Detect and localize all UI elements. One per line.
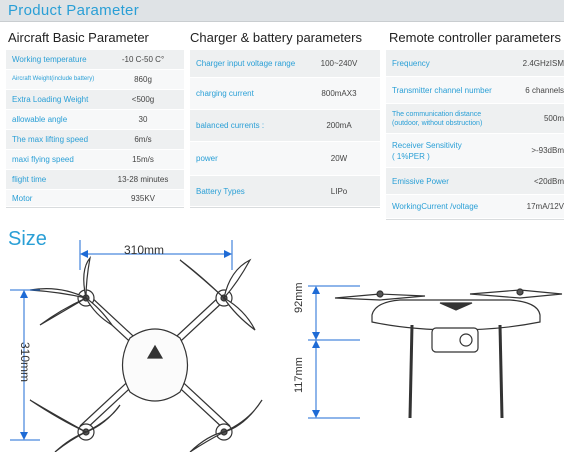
param-label: flight time	[12, 175, 47, 184]
param-label: Working temperature	[12, 55, 87, 64]
size-title: Size	[8, 228, 47, 250]
table-row: Charger input voltage range 100~240V	[190, 50, 380, 78]
remote-section-title: Remote controller parameters	[389, 30, 561, 45]
param-label: Battery Types	[196, 186, 245, 196]
table-row: flight time 13-28 minutes	[6, 170, 184, 190]
table-row: WorkingCurrent /voltage 17mA/12V	[386, 195, 564, 219]
param-value: >-93dBm	[531, 146, 564, 155]
table-row: Motor 935KV	[6, 190, 184, 207]
param-value: 6m/s	[134, 135, 152, 144]
page-title: Product Parameter	[8, 2, 139, 19]
table-row: Working temperature -10 C-50 C°	[6, 50, 184, 70]
param-label: Transmitter channel number	[392, 85, 492, 95]
drone-dimension-drawing	[10, 240, 563, 452]
param-value: 860g	[134, 75, 152, 84]
param-value: 30	[138, 115, 148, 124]
table-row: Battery Types LIPo	[190, 176, 380, 207]
param-label: power	[196, 154, 218, 163]
param-label: The communication distance (outdoor, wit…	[392, 110, 483, 127]
lower-height-dimension-label: 117mm	[293, 357, 305, 393]
header-bar: Product Parameter	[0, 0, 564, 22]
table-row: Receiver Sensitivity ( 1%PER ) >-93dBm	[386, 134, 564, 168]
table-row: Aircraft Weight(include battery) 860g	[6, 70, 184, 90]
param-value: 20W	[330, 154, 348, 163]
param-label: Charger input voltage range	[196, 59, 296, 68]
param-value: 6 channels	[525, 85, 564, 95]
table-row: balanced currents : 200mA	[190, 110, 380, 142]
param-value: 15m/s	[132, 155, 154, 164]
param-label: maxi flying speed	[12, 155, 74, 164]
length-dimension-label: 310mm	[18, 342, 32, 383]
aircraft-section-title: Aircraft Basic Parameter	[8, 30, 149, 45]
remote-param-table: Frequency 2.4GHzISM Transmitter channel …	[386, 50, 564, 220]
side-view-drone	[334, 288, 563, 419]
param-label: WorkingCurrent /voltage	[392, 202, 479, 211]
param-value: 2.4GHzISM	[522, 58, 564, 68]
param-value: 17mA/12V	[526, 202, 564, 211]
param-value: 100~240V	[320, 59, 358, 68]
param-value: 500m	[543, 114, 564, 123]
aircraft-param-table: Working temperature -10 C-50 C° Aircraft…	[6, 50, 184, 208]
param-value: 800mAX3	[321, 89, 357, 98]
table-row: charging current 800mAX3	[190, 78, 380, 110]
param-label: balanced currents :	[196, 121, 265, 130]
param-label: Motor	[12, 193, 33, 203]
param-label: Extra Loading Weight	[12, 95, 89, 104]
top-view-drone	[29, 255, 263, 452]
param-value: <500g	[131, 95, 155, 104]
param-label: The max lifting speed	[12, 135, 89, 144]
table-row: Emissive Power <20dBm	[386, 168, 564, 195]
table-row: power 20W	[190, 142, 380, 176]
table-row: The max lifting speed 6m/s	[6, 130, 184, 150]
table-row: The communication distance (outdoor, wit…	[386, 104, 564, 134]
width-dimension-label: 310mm	[124, 243, 165, 257]
param-label: allowable angle	[12, 115, 68, 124]
charger-section-title: Charger & battery parameters	[190, 30, 362, 45]
param-value: 200mA	[326, 121, 352, 130]
table-row: Transmitter channel number 6 channels	[386, 77, 564, 104]
table-row: allowable angle 30	[6, 110, 184, 130]
table-row: Extra Loading Weight <500g	[6, 90, 184, 110]
table-row: maxi flying speed 15m/s	[6, 150, 184, 170]
param-value: 935KV	[130, 193, 156, 203]
param-label: Receiver Sensitivity ( 1%PER )	[392, 140, 462, 161]
table-row: Frequency 2.4GHzISM	[386, 50, 564, 77]
param-label: Aircraft Weight(include battery)	[12, 76, 95, 82]
param-label: Emissive Power	[392, 176, 449, 186]
param-value: -10 C-50 C°	[121, 55, 165, 64]
param-label: charging current	[196, 89, 254, 98]
param-value: 13-28 minutes	[117, 175, 169, 184]
charger-param-table: Charger input voltage range 100~240V cha…	[190, 50, 380, 208]
upper-height-dimension-label: 92mm	[293, 282, 305, 313]
param-label: Frequency	[392, 58, 430, 68]
param-value: LIPo	[330, 186, 348, 196]
param-value: <20dBm	[533, 176, 564, 186]
